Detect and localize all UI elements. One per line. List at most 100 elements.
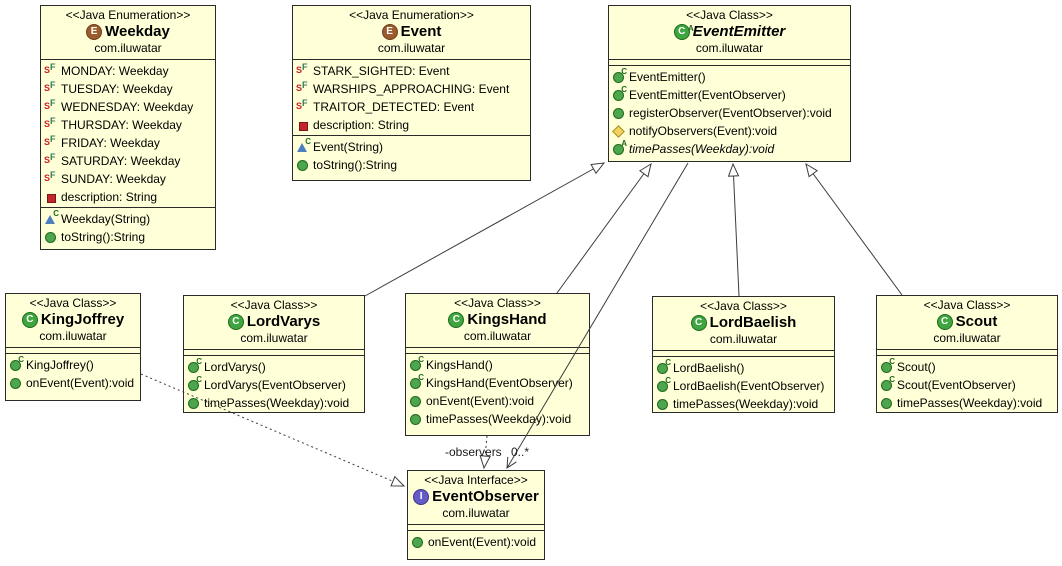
public-constructor-icon: C bbox=[880, 375, 895, 393]
method-row: timePasses(Weekday):void bbox=[184, 394, 364, 412]
constructor-letter: C bbox=[621, 66, 627, 76]
public-constructor-icon: C bbox=[656, 376, 671, 394]
package-name: com.iluwatar bbox=[933, 331, 1001, 345]
class-box-lordvarys[interactable]: <<Java Class>> C LordVarys com.iluwatar … bbox=[183, 295, 365, 413]
final-letter: F bbox=[302, 61, 308, 72]
static-letter: S bbox=[44, 118, 51, 129]
class-name: LordVarys bbox=[246, 313, 321, 330]
class-header: <<Java Class>> C LordVarys com.iluwatar bbox=[184, 296, 364, 349]
method-row: onEvent(Event):void bbox=[408, 533, 544, 551]
class-header: <<Java Enumeration>> E Event com.iluwata… bbox=[293, 6, 530, 59]
field-text: STARK_SIGHTED: Event bbox=[313, 64, 450, 78]
method-text: timePasses(Weekday):void bbox=[897, 396, 1043, 410]
class-box-kingshand[interactable]: <<Java Class>> C KingsHand com.iluwatar … bbox=[405, 293, 590, 436]
stereotype: <<Java Class>> bbox=[230, 298, 318, 312]
class-name-line: C KingsHand bbox=[408, 311, 587, 329]
class-header: <<Java Class>> C Scout com.iluwatar bbox=[877, 296, 1057, 349]
class-box-weekday[interactable]: <<Java Enumeration>> E Weekday com.iluwa… bbox=[40, 5, 216, 250]
class-header: <<Java Class>> C LordBaelish com.iluwata… bbox=[653, 297, 834, 350]
stereotype: <<Java Enumeration>> bbox=[65, 8, 191, 22]
public-constructor-icon: C bbox=[9, 355, 24, 373]
final-letter: F bbox=[50, 133, 56, 144]
static-letter: S bbox=[44, 154, 51, 165]
public-method-icon bbox=[409, 394, 424, 409]
final-letter: F bbox=[50, 115, 56, 126]
package-name: com.iluwatar bbox=[39, 329, 107, 343]
method-text: registerObserver(EventObserver):void bbox=[629, 106, 832, 120]
static-letter: S bbox=[296, 64, 303, 75]
interface-box-eventobserver[interactable]: <<Java Interface>> I EventObserver com.i… bbox=[407, 470, 545, 560]
package-name: com.iluwatar bbox=[709, 332, 778, 346]
interface-icon: I bbox=[413, 489, 430, 505]
public-method-icon bbox=[612, 106, 627, 121]
realization-kingshand-to-eventobserver bbox=[479, 435, 491, 470]
public-method-icon bbox=[296, 158, 311, 173]
public-method-icon bbox=[656, 397, 671, 412]
public-method-icon bbox=[44, 230, 59, 245]
class-box-event[interactable]: <<Java Enumeration>> E Event com.iluwata… bbox=[292, 5, 531, 181]
field-text: THURSDAY: Weekday bbox=[61, 118, 182, 132]
private-field-icon bbox=[296, 118, 311, 133]
method-text: LordBaelish(EventObserver) bbox=[673, 379, 825, 393]
class-name: Scout bbox=[955, 313, 998, 330]
association-multiplicity-label: 0..* bbox=[511, 445, 530, 459]
class-name: KingsHand bbox=[467, 311, 547, 328]
method-row: onEvent(Event):void bbox=[406, 392, 589, 410]
constructor-letter: C bbox=[889, 356, 895, 366]
constructor-letter: C bbox=[418, 354, 424, 364]
class-icon: C bbox=[21, 312, 38, 328]
constructor-letter: C bbox=[418, 372, 424, 382]
fields-section-empty bbox=[184, 349, 364, 355]
method-text: LordVarys(EventObserver) bbox=[204, 378, 346, 392]
method-text: Weekday(String) bbox=[61, 212, 151, 226]
method-text: toString():String bbox=[61, 230, 146, 244]
class-icon: C bbox=[936, 314, 953, 330]
class-name-line: C LordBaelish bbox=[655, 314, 832, 332]
class-name: Weekday bbox=[105, 23, 170, 40]
fields-section-empty bbox=[408, 524, 544, 530]
public-constructor-icon: C bbox=[612, 85, 627, 103]
class-box-lordbaelish[interactable]: <<Java Class>> C LordBaelish com.iluwata… bbox=[652, 296, 835, 413]
method-row: toString():String bbox=[293, 156, 530, 174]
method-text: onEvent(Event):void bbox=[26, 376, 135, 390]
package-constructor-icon: C bbox=[296, 137, 311, 155]
method-row: timePasses(Weekday):void bbox=[877, 394, 1057, 412]
generalization-lordbaelish-to-eventemitter bbox=[727, 162, 740, 297]
enum-icon: E bbox=[86, 24, 103, 40]
field-text: SATURDAY: Weekday bbox=[61, 154, 181, 168]
class-name-line: C Scout bbox=[879, 313, 1055, 331]
public-constructor-icon: C bbox=[880, 356, 895, 375]
class-name: EventObserver bbox=[432, 488, 539, 505]
public-method-icon bbox=[187, 396, 202, 411]
field-row: description: String bbox=[41, 188, 215, 206]
stereotype: <<Java Enumeration>> bbox=[349, 8, 474, 22]
abstract-letter: A bbox=[687, 24, 694, 33]
stereotype: <<Java Class>> bbox=[454, 296, 541, 310]
class-box-kingjoffrey[interactable]: <<Java Class>> C KingJoffrey com.iluwata… bbox=[5, 293, 141, 401]
method-row: onEvent(Event):void bbox=[6, 374, 140, 392]
class-header: <<Java Class>> C KingJoffrey com.iluwata… bbox=[6, 294, 140, 347]
